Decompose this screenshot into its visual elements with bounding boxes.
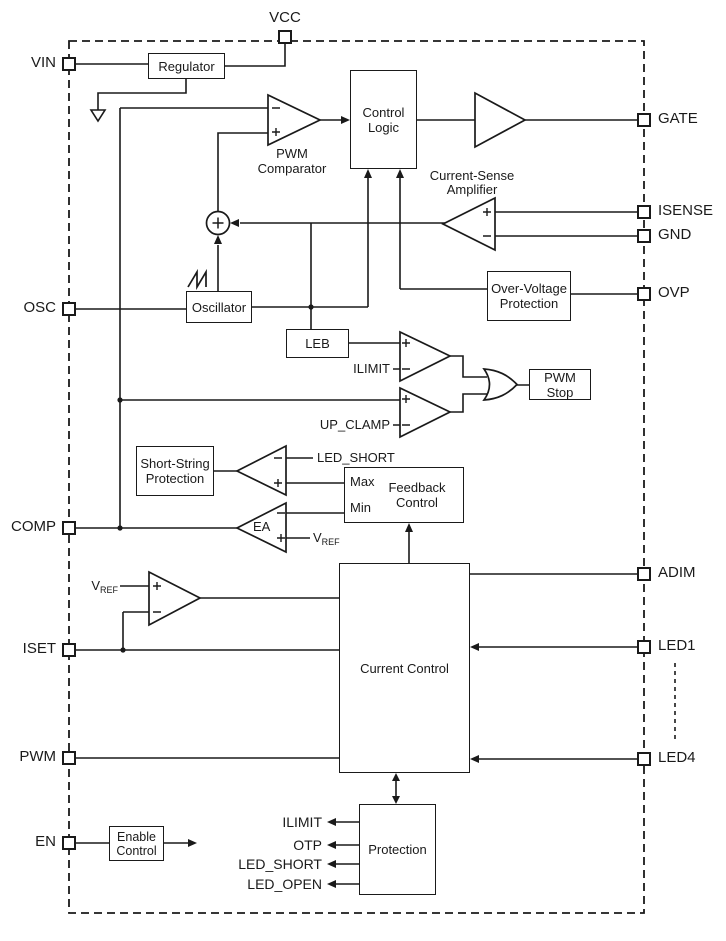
ilimit-comparator-triangle (399, 330, 452, 383)
pin-isense (637, 205, 651, 219)
pin-vcc (278, 30, 292, 44)
junction-dots (117, 304, 314, 653)
pwm-stop-block: PWM Stop (529, 369, 591, 400)
pwm-comparator-triangle (267, 93, 322, 147)
protection-signal-ilimit: ILIMIT (282, 814, 322, 830)
ic-boundary (68, 40, 645, 914)
pin-label-adim: ADIM (658, 564, 696, 581)
led-short-ref-label: LED_SHORT (317, 450, 395, 465)
pin-label-led4: LED4 (658, 749, 696, 766)
pin-label-osc: OSC (23, 299, 56, 316)
pin-label-isense: ISENSE (658, 202, 714, 219)
pin-adim (637, 567, 651, 581)
leb-block: LEB (286, 329, 349, 358)
error-amp-triangle (235, 501, 287, 554)
pin-comp (62, 521, 76, 535)
protection-signal-led-open: LED_OPEN (247, 876, 322, 892)
pin-vin (62, 57, 76, 71)
pin-label-vin: VIN (30, 54, 56, 71)
protection-signal-otp: OTP (293, 837, 322, 853)
pin-en (62, 836, 76, 850)
upclamp-comparator-triangle (399, 386, 452, 439)
pin-label-iset: ISET (22, 640, 56, 657)
feedback-min-port: Min (350, 500, 371, 515)
or-gate (482, 368, 519, 401)
pin-label-ovp: OVP (658, 284, 690, 301)
ground-icon (89, 109, 107, 123)
enable-control-block: Enable Control (109, 826, 164, 861)
error-amp-label: EA (253, 519, 271, 534)
vref-label-ea: VREF (313, 530, 340, 548)
pin-label-pwm: PWM (19, 748, 56, 765)
pin-gnd (637, 229, 651, 243)
pin-label-vcc: VCC (269, 9, 301, 26)
pin-label-comp: COMP (11, 518, 56, 535)
sawtooth-icon (187, 268, 207, 291)
up-clamp-ref-label: UP_CLAMP (319, 417, 390, 432)
pin-ovp (637, 287, 651, 301)
current-sense-amplifier-label: Current-Sense Amplifier (429, 168, 515, 197)
short-string-protection-block: Short-String Protection (136, 446, 214, 496)
pwm-comparator-label: PWM Comparator (257, 146, 327, 176)
pin-led1 (637, 640, 651, 654)
vref-label-amp: VREF (91, 578, 118, 596)
feedback-control-block: Feedback Control Max Min (344, 467, 464, 523)
pin-gate (637, 113, 651, 127)
pin-label-gate: GATE (658, 110, 698, 127)
over-voltage-protection-block: Over-Voltage Protection (487, 271, 571, 321)
pin-label-gnd: GND (658, 226, 692, 243)
pin-osc (62, 302, 76, 316)
protection-signal-led-short: LED_SHORT (238, 856, 322, 872)
control-logic-block: Control Logic (350, 70, 417, 169)
current-control-block: Current Control (339, 563, 470, 773)
regulator-block: Regulator (148, 53, 225, 79)
protection-block: Protection (359, 804, 436, 895)
signal-wires (76, 44, 637, 885)
gate-driver-triangle (474, 91, 527, 149)
pin-led4 (637, 752, 651, 766)
ilimit-ref-label: ILIMIT (353, 361, 390, 376)
oscillator-block: Oscillator (186, 291, 252, 323)
pin-iset (62, 643, 76, 657)
pin-label-en: EN (35, 833, 56, 850)
feedback-max-port: Max (350, 474, 375, 489)
vref-amp-triangle (148, 570, 202, 627)
current-sense-amp-triangle (441, 196, 496, 252)
summing-plus-icon (212, 217, 224, 229)
polarity-marks (153, 107, 491, 613)
pin-pwm (62, 751, 76, 765)
pin-label-led1: LED1 (658, 637, 696, 654)
short-string-comparator-triangle (235, 444, 287, 497)
